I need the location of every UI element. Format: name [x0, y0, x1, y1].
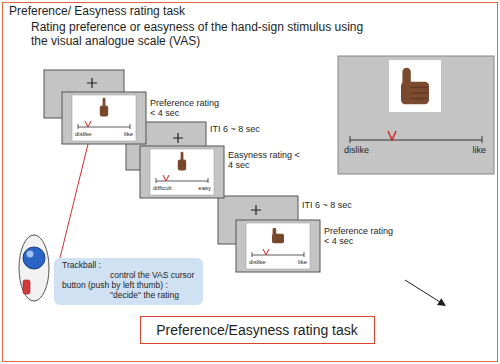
scale-label: difficult	[153, 185, 172, 192]
text-holder: "decide" the rating	[110, 291, 179, 301]
text-holder: control the VAS cursor	[110, 271, 194, 281]
note-text: "decide" the rating	[110, 291, 179, 301]
note-text: button (push by left thumb) :	[62, 281, 168, 291]
stimulus-screen	[62, 92, 146, 144]
text-holder: easy	[198, 185, 211, 192]
vas-scale	[78, 124, 130, 129]
timing-label: Easyness rating < 4 sec	[228, 150, 304, 171]
stimulus-screen: difficult easy	[140, 146, 224, 198]
vas-cursor	[163, 175, 169, 181]
text-holder: dislike	[344, 145, 369, 155]
trackball-device	[23, 280, 30, 294]
text-holder: difficult	[153, 185, 172, 192]
sequence-arrow	[405, 280, 440, 302]
text-holder: dislike	[75, 131, 92, 138]
timing-label: ITI 6 ~ 8 sec	[302, 200, 352, 210]
note-text: Trackball :	[62, 261, 101, 271]
vas-scale	[252, 252, 304, 257]
text-holder: Easyness rating < 4 sec	[228, 150, 304, 171]
vas-cursor	[85, 121, 91, 127]
text-holder: Preference/ Easyness rating task	[9, 5, 185, 19]
trackball-note: Trackball : control the VAS cursorbutton …	[54, 258, 203, 305]
trackball-device	[23, 247, 45, 269]
trackball-device	[27, 251, 34, 258]
stimulus-screen	[150, 149, 214, 195]
vas-cursor	[388, 131, 396, 140]
sequence-arrow	[437, 298, 446, 306]
text-holder: like	[472, 145, 486, 155]
text-holder: ITI 6 ~ 8 sec	[210, 124, 260, 134]
stimulus-screen	[236, 220, 320, 272]
hand-sign	[272, 228, 284, 244]
stimulus-screen: dislike like	[236, 220, 320, 272]
vas-cursor	[263, 249, 269, 255]
scale-label: dislike	[75, 131, 92, 138]
stimulus-screen	[72, 95, 136, 141]
hand-sign	[178, 152, 186, 171]
stimulus-screen	[140, 146, 224, 198]
scale-label: like	[124, 131, 133, 138]
stimulus-inset	[338, 56, 494, 174]
note-text: control the VAS cursor	[110, 271, 194, 281]
timing-label: Preference rating < 4 sec	[150, 98, 226, 119]
vas-scale	[156, 178, 208, 183]
panel-title: Preference/ Easyness rating task	[9, 5, 185, 19]
stimulus-inset	[389, 60, 441, 112]
caption-box: Preference/Easyness rating task	[140, 316, 375, 344]
text-holder: Trackball :	[62, 261, 101, 271]
stimulus-screen	[236, 220, 320, 272]
text-holder: ITI 6 ~ 8 sec	[302, 200, 352, 210]
stimulus-inset: dislike like	[338, 56, 494, 174]
vas-scale	[350, 136, 482, 143]
trackball-device	[19, 235, 49, 301]
text-holder: like	[298, 259, 307, 266]
stimulus-screen	[62, 92, 146, 144]
fixation-cross	[251, 205, 261, 215]
caption-text: Preference/Easyness rating task	[156, 322, 358, 338]
timing-label: ITI 6 ~ 8 sec	[210, 124, 260, 134]
stimulus-screen	[246, 223, 310, 269]
stimulus-inset	[338, 56, 494, 174]
text-holder: dislike	[249, 259, 266, 266]
stimulus-screen: dislike like	[62, 92, 146, 144]
text-holder: button (push by left thumb) :	[62, 281, 168, 291]
text-holder: Preference rating < 4 sec	[324, 226, 400, 247]
hand-sign	[100, 98, 108, 117]
fixation-cross	[87, 78, 97, 88]
panel-subtitle: Rating preference or easyness of the han…	[31, 21, 373, 49]
fixation-cross	[173, 133, 183, 143]
stimulus-screen	[140, 146, 224, 198]
scale-label: like	[472, 145, 486, 155]
text-holder: Preference/Easyness rating task	[156, 322, 358, 338]
hand-sign	[401, 68, 429, 104]
leader-line	[60, 144, 88, 258]
scale-label: easy	[198, 185, 211, 192]
scale-label: like	[298, 259, 307, 266]
timing-label: Preference rating < 4 sec	[324, 226, 400, 247]
text-holder: like	[124, 131, 133, 138]
scale-label: dislike	[249, 259, 266, 266]
text-holder: Preference rating < 4 sec	[150, 98, 226, 119]
text-holder: Rating preference or easyness of the han…	[31, 21, 373, 49]
sequence-arrow	[405, 280, 446, 306]
trackball-device	[19, 235, 49, 301]
scale-label: dislike	[344, 145, 369, 155]
